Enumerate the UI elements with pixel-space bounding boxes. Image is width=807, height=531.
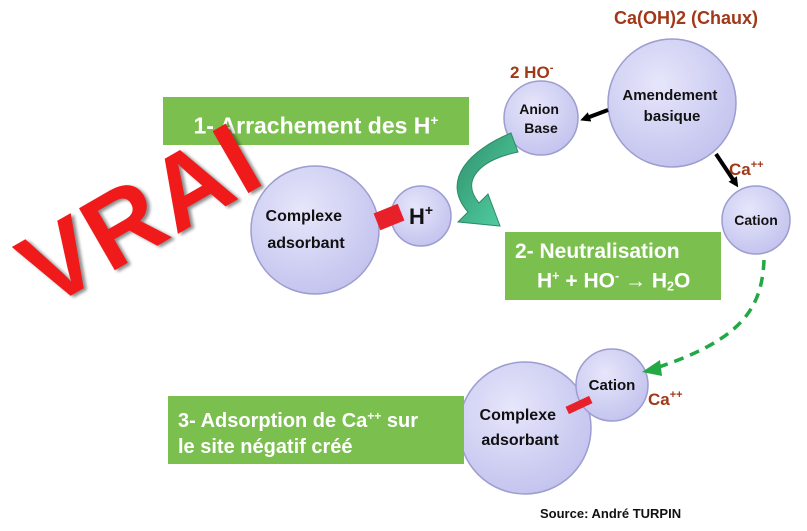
cation-top-circle bbox=[721, 185, 791, 255]
ca-top-label: Ca++ bbox=[729, 159, 764, 179]
step1-box: 1- Arrachement des H+ bbox=[163, 97, 469, 145]
source-credit: Source: André TURPIN bbox=[540, 506, 682, 521]
ca-bottom-label: Ca++ bbox=[648, 389, 683, 409]
step2-title: 2- Neutralisation bbox=[515, 240, 680, 263]
cation-top-label: Cation bbox=[734, 212, 778, 228]
complexe-bottom-circle bbox=[458, 361, 592, 495]
step3-line1: 3- Adsorption de Ca++ sur bbox=[178, 409, 418, 433]
ho-label: 2 HO- bbox=[510, 62, 554, 82]
step1-text: 1- Arrachement des H bbox=[193, 112, 431, 139]
dashed-arrow-cation-transfer bbox=[655, 259, 766, 370]
cation-bottom-label: Cation bbox=[589, 377, 636, 394]
step3-box: 3- Adsorption de Ca++ sur le site négati… bbox=[168, 396, 464, 464]
complexe-top-circle bbox=[250, 165, 380, 295]
step2-equation: H+ + HO- → H2O bbox=[537, 269, 691, 294]
site-marker-bottom bbox=[565, 395, 593, 415]
step2-box: 2- Neutralisation H+ + HO- → H2O bbox=[505, 232, 721, 300]
arrow-amendement-to-anion bbox=[580, 108, 609, 122]
curved-arrow-neutralisation bbox=[456, 132, 519, 227]
complexe-top-label: Complexe adsorbant bbox=[266, 208, 347, 252]
dashed-arrow-head bbox=[642, 360, 662, 376]
anion-base-label: Anion Base bbox=[519, 101, 563, 136]
cation-bottom-circle bbox=[575, 348, 649, 422]
amendement-basique-circle bbox=[607, 38, 737, 168]
chaux-label: Ca(OH)2 (Chaux) bbox=[614, 8, 758, 28]
site-marker-top bbox=[373, 203, 405, 231]
h-plus-label: H+ bbox=[409, 202, 433, 229]
step3-line2: le site négatif créé bbox=[178, 436, 353, 459]
arrow-amendement-to-cation bbox=[714, 152, 739, 188]
anion-base-circle bbox=[503, 80, 579, 156]
amendement-label: Amendement basique bbox=[622, 87, 721, 125]
complexe-bottom-label: Complexe adsorbant bbox=[480, 407, 561, 449]
step1-sup: + bbox=[430, 113, 439, 128]
